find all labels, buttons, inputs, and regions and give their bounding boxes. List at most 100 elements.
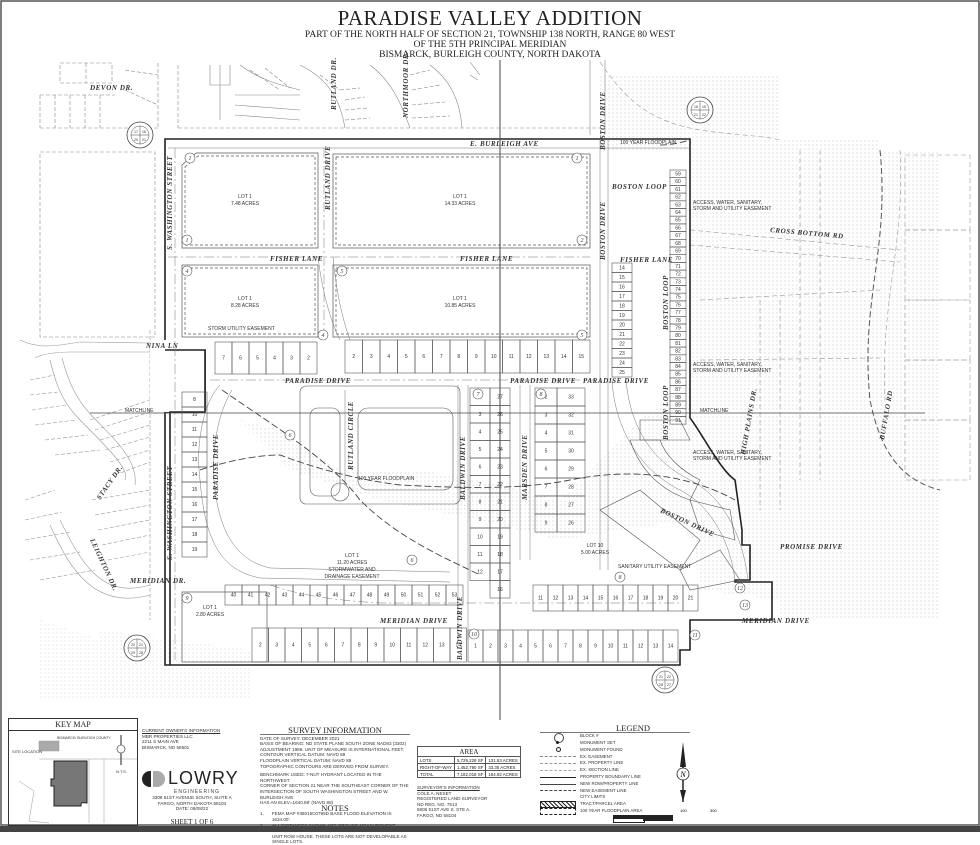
lot-number: 41 <box>248 593 254 599</box>
lot-number: 76 <box>675 302 681 308</box>
block-number: 4 <box>322 332 325 339</box>
lot-number: 23 <box>497 464 503 470</box>
lot-number: 3 <box>479 412 482 418</box>
lot-number: 7 <box>564 644 567 650</box>
lot-number: 73 <box>675 279 681 285</box>
lot-number: 70 <box>675 256 681 262</box>
lot-number: 82 <box>675 349 681 355</box>
easement-label: ACCESS, WATER, SANITARY, <box>693 450 762 456</box>
lot-number: 16 <box>192 502 198 508</box>
section-number: 22 <box>702 113 706 117</box>
lot-number: 68 <box>675 241 681 247</box>
matchline-label: MATCHLINE <box>125 408 154 414</box>
lot-number: 10 <box>491 354 497 360</box>
lot-number: 22 <box>497 482 503 488</box>
section-number: 16 <box>142 130 146 134</box>
section-number: 21 <box>139 643 143 647</box>
note-item: FEMA MAP #38015C0795D BASE FLOOD ELEVATI… <box>271 811 392 822</box>
lot-number: 8 <box>545 503 548 509</box>
block-number-icon <box>181 234 193 246</box>
road-label: FISHER LANE <box>460 255 513 263</box>
floodplain-line <box>199 454 736 501</box>
block-number-icon <box>571 152 583 164</box>
benchmark-line: BENCHMARK USED: 7-NUT HYDRANT LOCATED IN… <box>260 772 382 783</box>
lot-number: 9 <box>479 517 482 523</box>
block-number: 8 <box>540 392 543 398</box>
lot-number: 19 <box>619 313 625 319</box>
lot-number: 50 <box>401 593 407 599</box>
lot-number: 31 <box>568 431 574 437</box>
lot-number: 9 <box>475 354 478 360</box>
lot-number: 15 <box>598 596 604 602</box>
lot-number: 21 <box>619 332 625 338</box>
survey-line: FLOODPLAIN VERTICAL DATUM: NAVD 88 <box>260 757 352 763</box>
lot-number: 13 <box>439 643 445 649</box>
lot-number: 8 <box>479 499 482 505</box>
lot-number: 11 <box>623 644 628 650</box>
lot-number: 3 <box>290 356 293 362</box>
lot-number: 7 <box>545 485 548 491</box>
lot-number: 40 <box>231 593 237 599</box>
lot-number: 53 <box>452 593 458 599</box>
road-label: E. BURLEIGH AVE <box>469 140 539 148</box>
block-4-lot-1 <box>181 264 319 338</box>
section-number: 15 <box>702 105 706 109</box>
legend-label: MONUMENT FOUND <box>580 746 623 752</box>
lot-number: 4 <box>273 356 276 362</box>
benchmark-line: CORNER OF SECTION 21 NEAR THE SOUTHEAST … <box>260 783 409 789</box>
sheet-border <box>0 0 980 826</box>
block-number: 6 <box>289 433 292 439</box>
lot-number: 4 <box>519 644 522 650</box>
lot-number: 63 <box>675 202 681 208</box>
lot-number: 17 <box>628 596 634 602</box>
surveyor-heading: SURVEYOR'S INFORMATION <box>417 785 480 790</box>
lot-number: 12 <box>422 643 428 649</box>
lot-number: 14 <box>619 265 625 271</box>
lot-number: 7 <box>341 643 344 649</box>
easement-label: ACCESS, WATER, SANITARY, <box>693 200 762 206</box>
big-lot-label: LOT 1 <box>238 194 252 200</box>
legend-label: MONUMENT SET <box>580 739 616 745</box>
legend-open-dot-icon <box>540 746 576 753</box>
legend-label: TRACT/PARCEL AREA <box>580 801 626 807</box>
block-number: 1 <box>189 156 192 162</box>
lot-number: 15 <box>192 487 198 493</box>
lot-number: 13 <box>568 596 574 602</box>
benchmark-line: HAS AN ELEV=1640.88' (NAVD 88) <box>260 800 334 806</box>
lot-number: 22 <box>619 341 625 347</box>
block-number: 8 <box>619 575 622 581</box>
lot-number: 24 <box>619 360 625 366</box>
sheet-number: SHEET 1 OF 6 <box>170 817 214 826</box>
lot-number: 42 <box>265 593 271 599</box>
lot-number: 6 <box>325 643 328 649</box>
big-lot-note: DRAINAGE EASEMENT <box>324 574 379 580</box>
lot-number: 12 <box>477 569 483 575</box>
survey-line: DATE OF SURVEY: DECEMBER 2021 <box>260 735 340 741</box>
lot-parcel <box>299 341 318 375</box>
survey-line: BASIS OF BEARING: ND STATE PLANE SOUTH Z… <box>260 741 407 747</box>
block-number-icon <box>472 388 484 400</box>
lot-number: 23 <box>619 351 625 357</box>
road-label: RUTLAND DRIVE <box>324 146 332 211</box>
surveyor-line: COLE A. NESET <box>417 790 452 796</box>
road-label: MERIDIAN DRIVE <box>741 617 810 625</box>
lot-number: 74 <box>675 287 681 293</box>
lot-number: 88 <box>675 395 681 401</box>
road-label: FISHER LANE <box>270 255 323 263</box>
lot-number: 20 <box>497 517 503 523</box>
lot-number: 2 <box>307 356 310 362</box>
lot-number: 8 <box>193 397 196 403</box>
road-label: BALDWIN DRIVE <box>456 596 464 661</box>
lot-number: 21 <box>688 596 694 602</box>
context-lots-east <box>599 61 971 510</box>
section-corner-sw <box>123 634 151 662</box>
road-label: BOSTON DRIVE <box>599 91 607 151</box>
section-number: 22 <box>667 675 671 679</box>
lot-number: 71 <box>675 264 681 270</box>
legend-item: NEW ROW/PROPERTY LINE <box>540 780 690 787</box>
lot-number: 64 <box>675 210 681 216</box>
lot-number: 20 <box>619 322 625 328</box>
lowry-logo-mark <box>153 770 165 787</box>
legend-dashed-box-icon <box>540 807 576 815</box>
lot-number: 13 <box>543 354 549 360</box>
